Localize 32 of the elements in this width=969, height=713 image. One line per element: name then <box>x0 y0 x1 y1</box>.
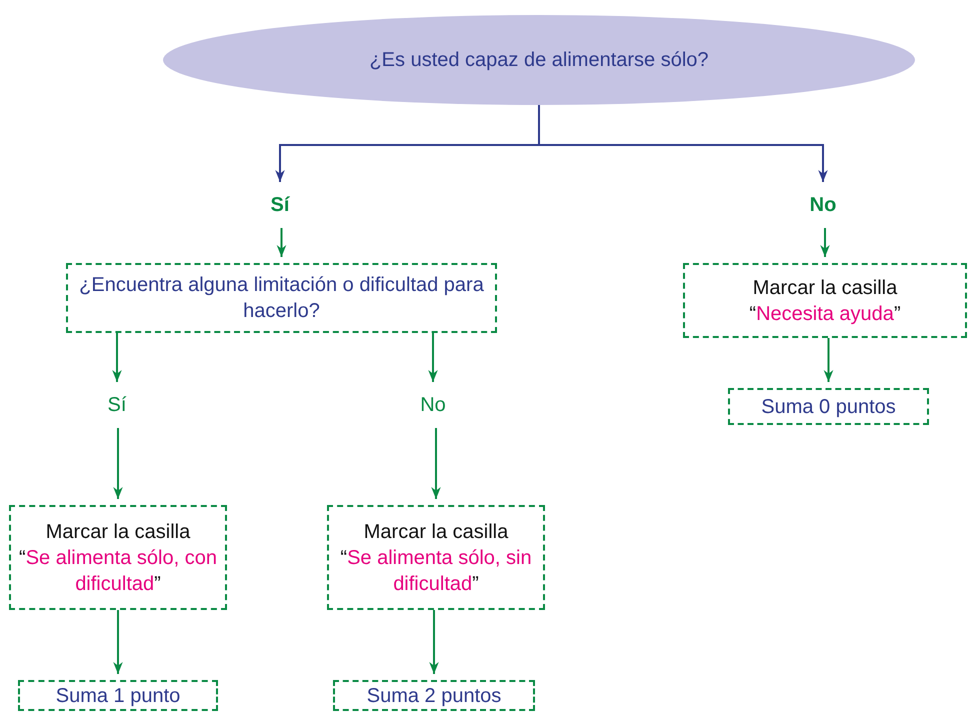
process-box <box>683 263 967 338</box>
arrow <box>113 428 123 499</box>
arrow <box>824 338 834 382</box>
answer-label: Sí <box>108 393 126 418</box>
instruction-text: Marcar la casilla <box>752 276 898 300</box>
arrow <box>276 228 286 257</box>
process-box <box>66 263 497 333</box>
arrow <box>820 228 830 257</box>
arrow <box>113 610 123 674</box>
box-text: Suma 0 puntos <box>761 394 896 420</box>
question-text: ¿Es usted capaz de alimentarse sólo? <box>369 48 709 73</box>
process-box <box>9 505 227 610</box>
box-text: Suma 2 puntos <box>366 684 502 708</box>
process-box <box>18 680 218 711</box>
process-box <box>333 680 535 711</box>
arrow <box>428 333 438 382</box>
option-text: “Necesita ayuda” <box>749 302 901 326</box>
box-text: Suma 1 punto <box>56 684 180 708</box>
option-text: “Se alimenta sólo, sin dificultad” <box>339 546 533 596</box>
arrow <box>112 333 122 382</box>
instruction-text: Marcar la casilla <box>46 520 190 544</box>
box-text: ¿Encuentra alguna limitación o dificultad para hacerlo? <box>78 273 485 324</box>
answer-label: Sí <box>270 193 290 218</box>
instruction-text: Marcar la casilla <box>364 520 508 544</box>
arrow <box>538 105 828 182</box>
option-text: “Se alimenta sólo, con dificultad” <box>18 546 218 596</box>
arrow <box>431 428 441 499</box>
process-box <box>327 505 545 610</box>
answer-label: No <box>420 393 446 418</box>
answer-label: No <box>810 193 836 218</box>
process-box <box>728 388 929 425</box>
arrow <box>429 610 439 674</box>
